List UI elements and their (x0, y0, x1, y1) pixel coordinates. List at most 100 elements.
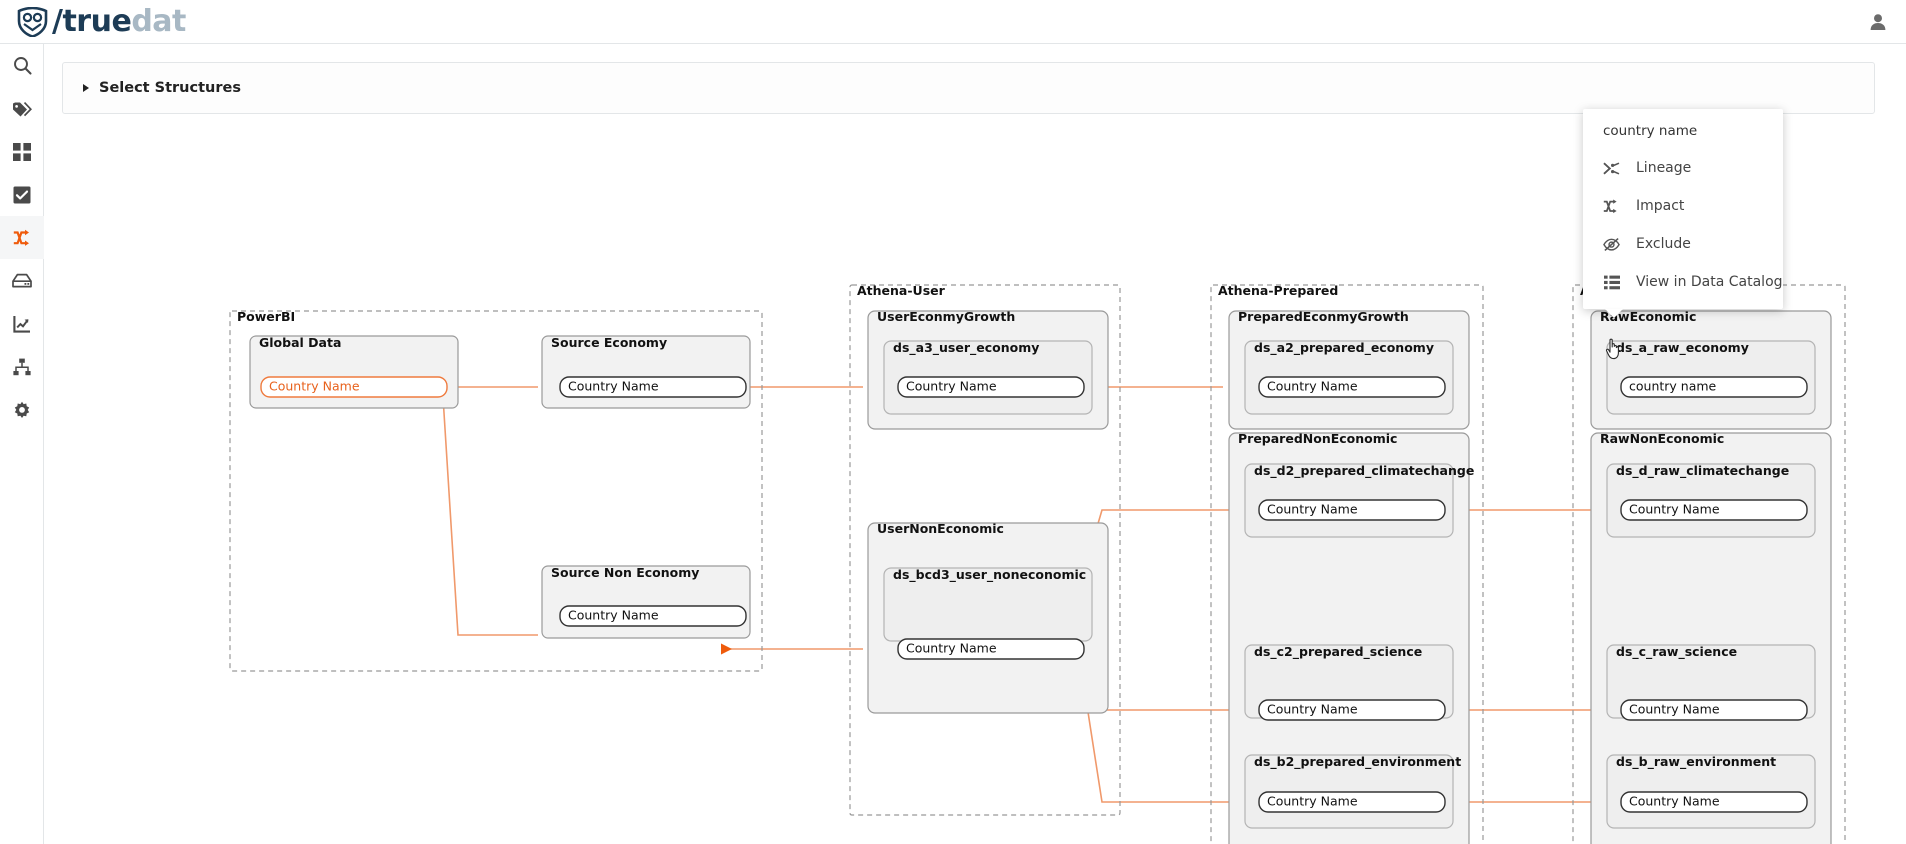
field-label-ds-b-raw-environment: Country Name (1629, 794, 1720, 809)
context-menu-item-exclude[interactable]: Exclude (1583, 225, 1783, 263)
box-label-prepared-economy-growth: PreparedEconmyGrowth (1238, 309, 1409, 324)
field-pill-ds-c-raw-science-country-name[interactable] (1620, 699, 1808, 721)
dataset-label-ds-c-raw-science: ds_c_raw_science (1616, 644, 1737, 660)
box-label-prepared-non-economic: PreparedNonEconomic (1238, 431, 1397, 446)
dataset-ds-b2-prepared-environment[interactable]: ds_b2_prepared_environment Country Name (1244, 754, 1461, 829)
group-label-athena-user: Athena-User (857, 283, 946, 298)
grid-icon (13, 142, 31, 161)
sidebar-item-settings[interactable] (0, 388, 44, 431)
group-powerbi[interactable]: PowerBI Global Data Country Name Source … (229, 309, 763, 672)
chart-line-icon (13, 315, 30, 333)
dataset-ds-c-raw-science[interactable]: ds_c_raw_science Country Name (1606, 644, 1816, 721)
field-pill-ds-b2-prepared-environment-country-name[interactable] (1258, 791, 1446, 813)
context-menu-pointer (1605, 309, 1623, 318)
field-label-ds-bcd3-user-noneconomic: Country Name (906, 641, 997, 656)
dataset-ds-d-raw-climatechange[interactable]: ds_d_raw_climatechange Country Name (1606, 463, 1816, 538)
shuffle-icon (13, 229, 29, 246)
box-user-economy-growth[interactable]: UserEconmyGrowth ds_a3_user_economy Coun… (867, 309, 1109, 430)
node-context-menu[interactable]: country name Lineage Impact (1583, 109, 1783, 318)
context-menu-item-impact[interactable]: Impact (1583, 187, 1783, 225)
box-label-raw-non-economic: RawNonEconomic (1600, 431, 1724, 446)
box-label-source-economy: Source Economy (551, 335, 667, 350)
dataset-label-ds-a3-user-economy: ds_a3_user_economy (893, 340, 1039, 356)
field-label-ds-c2-prepared-science: Country Name (1267, 702, 1358, 717)
tag-icon (13, 101, 32, 116)
dataset-label-ds-d-raw-climatechange: ds_d_raw_climatechange (1616, 463, 1789, 479)
box-raw-non-economic[interactable]: RawNonEconomic ds_d_raw_climatechange Co… (1590, 431, 1832, 844)
box-prepared-non-economic[interactable]: PreparedNonEconomic ds_d2_prepared_clima… (1228, 431, 1474, 844)
box-raw-economic[interactable]: RawEconomic ds_a_raw_economy country nam… (1590, 309, 1832, 430)
user-icon[interactable] (1868, 12, 1888, 32)
box-label-global-data: Global Data (259, 335, 341, 350)
dataset-ds-c2-prepared-science[interactable]: ds_c2_prepared_science Country Name (1244, 644, 1454, 721)
dataset-label-ds-d2-prepared-climatechange: ds_d2_prepared_climatechange (1254, 463, 1474, 479)
lineage-graph[interactable]: PowerBI Global Data Country Name Source … (45, 125, 1906, 844)
dataset-label-ds-bcd3-user-noneconomic: ds_bcd3_user_noneconomic (893, 567, 1086, 583)
check-box-icon (13, 186, 31, 203)
field-label-ds-b2-prepared-environment: Country Name (1267, 794, 1358, 809)
box-prepared-economy-growth[interactable]: PreparedEconmyGrowth ds_a2_prepared_econ… (1228, 309, 1470, 430)
select-structures-panel[interactable]: Select Structures (62, 62, 1875, 114)
edge-source-noneconomy-to-global (437, 395, 538, 636)
box-user-non-economic[interactable]: UserNonEconomic ds_bcd3_user_noneconomic… (867, 521, 1109, 714)
field-label-ds-a-raw-economy: country name (1629, 379, 1717, 394)
logo-true: true (62, 4, 132, 39)
group-label-powerbi: PowerBI (237, 309, 295, 324)
field-pill-ds-d2-prepared-climatechange-country-name[interactable] (1258, 499, 1446, 521)
sidebar-item-lineage[interactable] (0, 216, 44, 259)
truedat-owl-icon (17, 6, 48, 37)
field-pill-source-economy-country-name[interactable] (559, 376, 747, 398)
panel-title: Select Structures (99, 80, 241, 96)
dataset-ds-d2-prepared-climatechange[interactable]: ds_d2_prepared_climatechange Country Nam… (1244, 463, 1474, 538)
context-menu-item-view-in-data-catalog[interactable]: View in Data Catalog (1583, 263, 1783, 301)
field-pill-ds-c2-prepared-science-country-name[interactable] (1258, 699, 1446, 721)
sidebar-item-hierarchy[interactable] (0, 345, 44, 388)
top-bar: /truedat (0, 0, 1906, 44)
group-border-athena-user (849, 284, 1121, 816)
box-label-user-economy-growth: UserEconmyGrowth (877, 309, 1015, 324)
sidebar-rail (0, 44, 44, 844)
mouse-cursor-pointer (1605, 338, 1619, 360)
field-label-source-economy: Country Name (568, 379, 659, 394)
dataset-label-ds-c2-prepared-science: ds_c2_prepared_science (1254, 644, 1422, 660)
group-border-powerbi (229, 310, 763, 672)
dataset-ds-b-raw-environment[interactable]: ds_b_raw_environment Country Name (1606, 754, 1816, 829)
sitemap-icon (13, 358, 31, 375)
box-source-non-economy[interactable]: Source Non Economy Country Name (541, 565, 751, 639)
context-menu-label-impact: Impact (1636, 198, 1685, 214)
group-athena-prepared[interactable]: Athena-Prepared PreparedEconmyGrowth ds_… (1210, 283, 1484, 844)
field-pill-ds-bcd3-user-noneconomic-country-name[interactable] (897, 638, 1085, 660)
field-label-ds-d2-prepared-climatechange: Country Name (1267, 502, 1358, 517)
field-pill-ds-d-raw-climatechange-country-name[interactable] (1620, 499, 1808, 521)
field-pill-ds-b-raw-environment-country-name[interactable] (1620, 791, 1808, 813)
field-pill-ds-a-raw-economy-country-name[interactable] (1620, 376, 1808, 398)
context-menu-item-lineage[interactable]: Lineage (1583, 149, 1783, 187)
field-pill-global-data-country-name[interactable] (260, 376, 448, 398)
field-label-ds-d-raw-climatechange: Country Name (1629, 502, 1720, 517)
context-menu-label-exclude: Exclude (1636, 236, 1691, 252)
context-menu-header: country name (1603, 123, 1698, 139)
box-global-data[interactable]: Global Data Country Name (249, 335, 459, 409)
gear-icon (14, 401, 30, 418)
logo-wordmark: /truedat (52, 4, 186, 39)
box-source-economy[interactable]: Source Economy Country Name (541, 335, 751, 409)
caret-right-icon (83, 84, 89, 92)
group-athena-user[interactable]: Athena-User UserEconmyGrowth ds_a3_user_… (849, 283, 1121, 816)
search-icon (13, 57, 32, 75)
field-label-ds-c-raw-science: Country Name (1629, 702, 1720, 717)
field-pill-ds-a2-prepared-economy-country-name[interactable] (1258, 376, 1446, 398)
box-label-raw-economic: RawEconomic (1600, 309, 1696, 324)
field-pill-source-non-economy-country-name[interactable] (559, 605, 747, 627)
sidebar-item-dashboard[interactable] (0, 130, 44, 173)
list-icon (1603, 274, 1620, 291)
sidebar-item-tags[interactable] (0, 87, 44, 130)
field-pill-ds-a3-user-economy-country-name[interactable] (897, 376, 1085, 398)
app-logo[interactable]: /truedat (16, 4, 186, 39)
sidebar-item-search[interactable] (0, 44, 44, 87)
box-label-user-non-economic: UserNonEconomic (877, 521, 1004, 536)
sidebar-item-data[interactable] (0, 259, 44, 302)
sidebar-item-metrics[interactable] (0, 302, 44, 345)
group-athena-raw[interactable]: Athena-Raw RawEconomic ds_a_raw_economy … (1572, 283, 1846, 844)
field-label-ds-a2-prepared-economy: Country Name (1267, 379, 1358, 394)
sidebar-item-quality[interactable] (0, 173, 44, 216)
